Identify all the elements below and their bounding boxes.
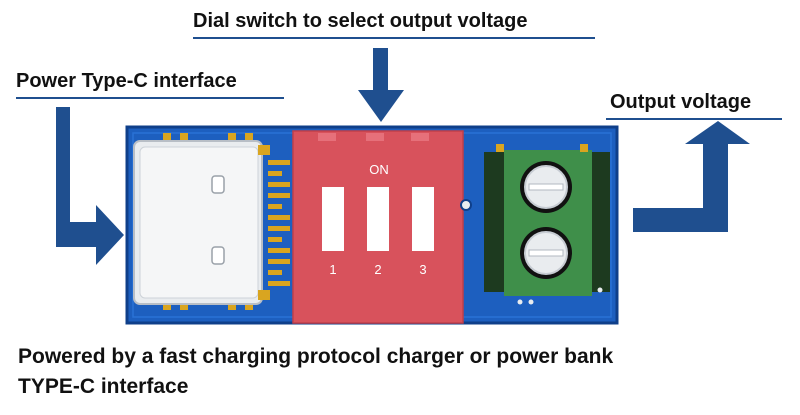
typec-pin — [268, 248, 290, 253]
power-typec-underline — [16, 97, 284, 99]
dip-on-label: ON — [369, 162, 389, 177]
typec-pin-row — [268, 160, 290, 286]
output-voltage-underline — [606, 118, 782, 120]
dip-position-3: 3 — [419, 262, 426, 277]
typec-connector — [133, 133, 270, 310]
typec-pin — [268, 204, 282, 209]
typec-pin — [268, 281, 290, 286]
typec-pin — [268, 270, 282, 275]
typec-pin — [268, 160, 290, 165]
via-dot — [460, 199, 472, 211]
caption-line-2: TYPE-C interface — [18, 375, 189, 398]
typec-pin — [268, 193, 290, 198]
power-typec-label: Power Type-C interface — [16, 70, 237, 92]
typec-pin — [268, 259, 290, 264]
caption-line-1: Powered by a fast charging protocol char… — [18, 345, 614, 368]
output-voltage-label: Output voltage — [610, 91, 752, 113]
typec-pin — [268, 182, 290, 187]
arrow-power-in — [56, 107, 124, 265]
dip-switch-lever-3[interactable] — [412, 187, 434, 251]
screw-terminal — [484, 144, 610, 296]
dip-switch-lever-2[interactable] — [367, 187, 389, 251]
typec-pin — [268, 171, 282, 176]
typec-pin — [268, 226, 290, 231]
dip-switch: ON 1 2 3 — [292, 130, 464, 324]
typec-pin — [268, 237, 282, 242]
arrow-output — [633, 121, 750, 232]
arrow-dial-switch — [358, 48, 404, 122]
dip-position-1: 1 — [329, 262, 336, 277]
dip-switch-lever-1[interactable] — [322, 187, 344, 251]
typec-pin — [268, 215, 290, 220]
board-vias — [517, 287, 603, 305]
dial-switch-label: Dial switch to select output voltage — [193, 10, 528, 32]
dial-switch-underline — [193, 37, 595, 39]
dip-position-2: 2 — [374, 262, 381, 277]
